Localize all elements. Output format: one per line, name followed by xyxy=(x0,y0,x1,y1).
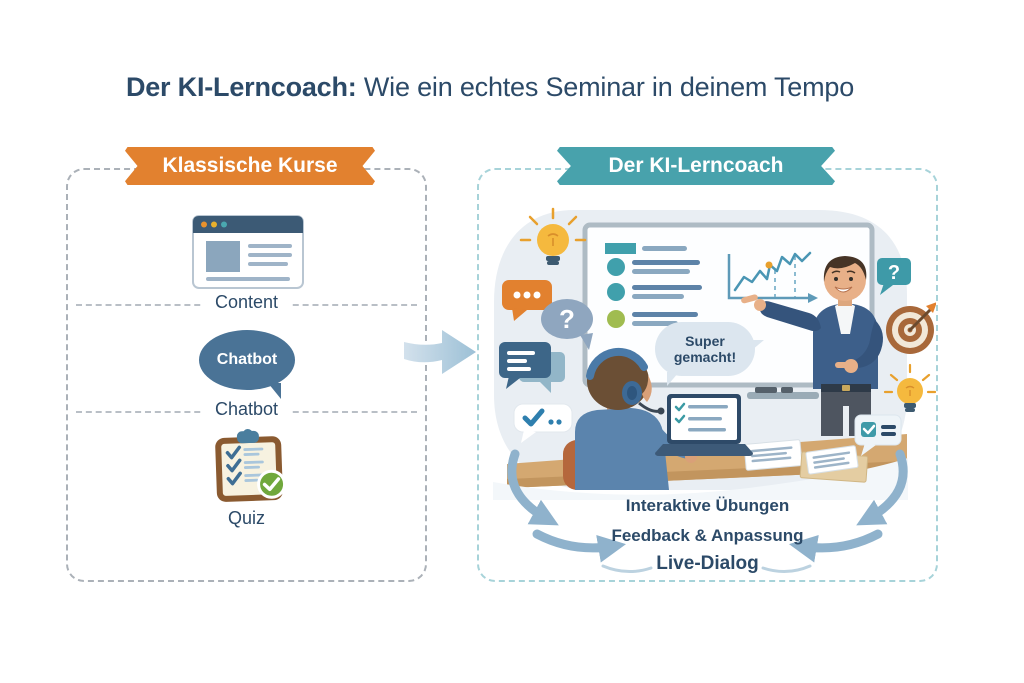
quiz-clipboard-icon xyxy=(215,429,287,502)
question-mark-text: ? xyxy=(888,262,900,284)
arrow-right-icon xyxy=(404,330,476,374)
browser-window-icon xyxy=(192,215,304,289)
chat-messages-icon xyxy=(499,342,565,393)
laptop xyxy=(655,394,753,456)
green-check-badge-icon xyxy=(257,469,287,499)
cycle-label-interactive-exercises: Interaktive Übungen xyxy=(625,496,790,515)
classic-courses-banner: Klassische Kurse xyxy=(125,147,375,185)
praise-speech-bubble: Super gemacht! xyxy=(655,322,764,386)
ki-lerncoach-banner: Der KI-Lerncoach xyxy=(557,147,835,185)
typing-dots-bubble-icon xyxy=(502,280,552,321)
student-with-headset-figure xyxy=(563,347,697,490)
check-dots-bubble-icon xyxy=(513,403,573,443)
lightbulb-icon xyxy=(519,207,587,265)
page-title-rest: Wie ein echtes Seminar in deinem Tempo xyxy=(356,72,855,102)
page-title-bold: Der KI-Lerncoach: xyxy=(125,72,357,102)
chat-bubble-icon: Chatbot xyxy=(199,330,295,399)
question-mark-text: ? xyxy=(559,304,575,334)
headset-band xyxy=(586,347,648,380)
cycle-swoosh-lines xyxy=(601,564,812,573)
target-icon xyxy=(886,302,936,354)
cycle-label-feedback-adaptation: Feedback & Anpassung xyxy=(611,526,804,545)
cycle-arrows xyxy=(507,449,908,563)
paper-on-folder xyxy=(805,445,859,475)
question-bubble-icon: ? xyxy=(541,299,593,350)
cycle-label-live-dialog: Live-Dialog xyxy=(656,553,759,574)
content-label: Content xyxy=(68,292,425,313)
classic-courses-panel: Content Chatbot Chatbot Quiz xyxy=(66,168,427,582)
question-bubble-right-icon: ? xyxy=(877,258,911,295)
chatbot-label: Chatbot xyxy=(68,399,425,420)
ki-lerncoach-panel: ? ? xyxy=(477,168,938,582)
check-list-bubble-icon xyxy=(854,414,902,456)
chart-highlight-dot xyxy=(765,261,773,269)
page-title: Der KI-Lerncoach: Wie ein echtes Seminar… xyxy=(0,72,980,103)
growth-line-chart xyxy=(727,251,818,303)
chat-bubble-text: Chatbot xyxy=(216,351,278,368)
paper-sheet xyxy=(743,439,803,471)
instructor-figure xyxy=(741,256,883,436)
lightbulb-small-icon xyxy=(883,363,936,412)
quiz-label: Quiz xyxy=(68,508,425,529)
